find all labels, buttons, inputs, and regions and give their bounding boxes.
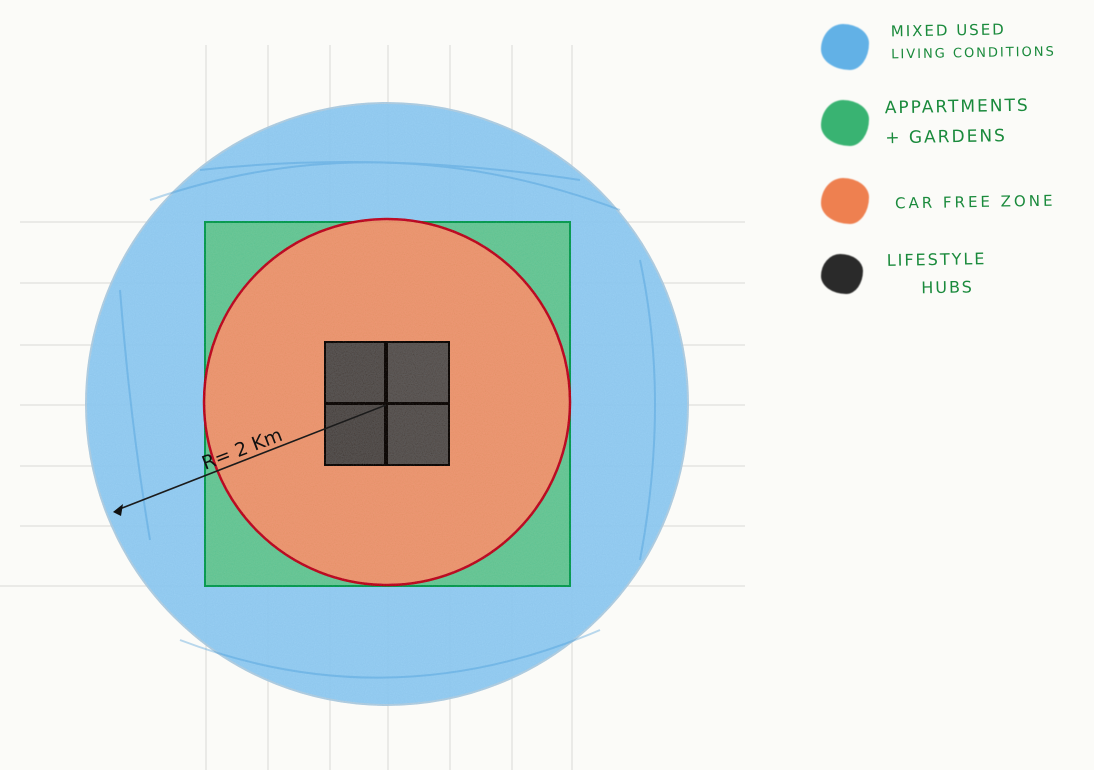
legend-line: Lifestyle xyxy=(886,249,987,270)
hub-top-left xyxy=(324,341,386,404)
legend: Mixed used living conditions Appartments… xyxy=(815,10,1094,310)
legend-label-mixed-use: Mixed used living conditions xyxy=(891,17,1056,68)
lifestyle-hubs xyxy=(324,341,450,466)
orange-swatch-icon xyxy=(821,178,869,224)
legend-line: living conditions xyxy=(891,44,1056,63)
legend-label-apartments: Appartments + gardens xyxy=(884,91,1030,154)
legend-label-car-free: Car free zone xyxy=(895,189,1056,216)
legend-line: hubs xyxy=(921,277,974,298)
radius-line xyxy=(116,404,387,511)
legend-line: Appartments xyxy=(884,95,1030,119)
legend-line: + gardens xyxy=(885,126,1008,149)
legend-line: Mixed used xyxy=(890,20,1006,41)
green-swatch-icon xyxy=(821,100,869,146)
hub-bottom-right xyxy=(386,403,450,466)
blue-swatch-icon xyxy=(821,24,869,70)
radius-arrowhead-icon xyxy=(113,504,123,516)
zoning-diagram: R= 2 Km xyxy=(0,45,745,770)
black-swatch-icon xyxy=(821,254,863,294)
hub-top-right xyxy=(386,341,450,404)
hub-bottom-left xyxy=(324,403,386,466)
legend-line: Car free zone xyxy=(894,191,1056,213)
mixed-use-shading xyxy=(119,161,656,679)
legend-label-hubs: Lifestyle hubs xyxy=(887,245,988,303)
